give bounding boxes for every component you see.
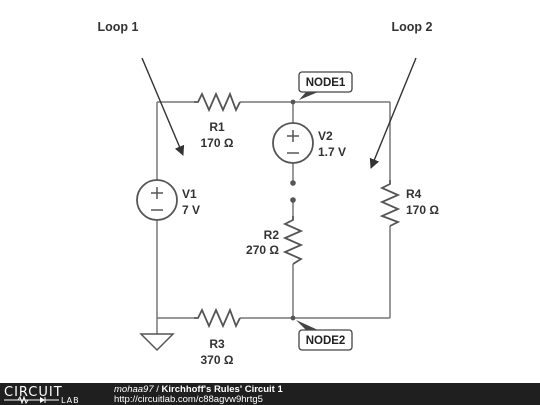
voltage-source-v1-symbol[interactable] — [136, 179, 178, 221]
r3-value-label: 370 Ω — [201, 353, 234, 367]
footer-url[interactable]: http://circuitlab.com/c88agvw9hrtg5 — [114, 394, 263, 405]
v2-name-label: V2 — [318, 129, 333, 143]
node1-label-group: NODE1 — [298, 71, 353, 100]
logo-brand-sub: LAB — [61, 396, 80, 404]
r1-name-label: R1 — [209, 120, 225, 134]
footer-credit-line: mohaa97 / Kirchhoff's Rules' Circuit 1 — [114, 384, 283, 395]
loop1-arrow — [141, 57, 185, 156]
node2-label-group: NODE2 — [296, 320, 353, 351]
v1-name-label: V1 — [182, 187, 197, 201]
r2-name-label: R2 — [264, 228, 280, 242]
r4-value-label: 170 Ω — [406, 203, 439, 217]
ground-icon — [139, 333, 175, 352]
v1-value-label: 7 V — [182, 203, 200, 217]
logo-resistor-icon — [17, 395, 29, 404]
loop2-arrow — [369, 57, 417, 169]
footer-circuit-title[interactable]: Kirchhoff's Rules' Circuit 1 — [161, 384, 283, 395]
resistor-r1-symbol[interactable] — [194, 91, 241, 113]
footer-bar: CIRCUIT LAB mohaa97 / Kirchhoff's Rules'… — [0, 383, 540, 405]
loop1-label: Loop 1 — [98, 20, 139, 34]
node2-label: NODE2 — [306, 335, 346, 347]
node1-label: NODE1 — [306, 77, 346, 89]
footer-author-link[interactable]: mohaa97 — [114, 384, 154, 395]
terminal-dot-r2-top — [290, 197, 296, 203]
voltage-source-v2-symbol[interactable] — [272, 122, 314, 164]
resistor-r3-symbol[interactable] — [194, 307, 241, 329]
v2-value-label: 1.7 V — [318, 145, 346, 159]
r1-value-label: 170 Ω — [201, 136, 234, 150]
footer-separator: / — [153, 384, 162, 395]
logo-brand-main: CIRCUIT — [4, 385, 63, 400]
loop2-label: Loop 2 — [392, 20, 433, 34]
junction-node1-dot — [290, 99, 296, 105]
logo-diode-icon — [40, 397, 45, 403]
resistor-r2-symbol[interactable] — [282, 216, 304, 265]
terminal-dot-v2-bottom — [290, 180, 296, 186]
junction-node2-dot — [290, 315, 296, 321]
r3-name-label: R3 — [209, 337, 225, 351]
resistor-r4-symbol[interactable] — [379, 180, 401, 227]
r4-name-label: R4 — [406, 187, 422, 201]
r2-value-label: 270 Ω — [246, 243, 279, 257]
circuitlab-logo[interactable]: CIRCUIT LAB — [4, 385, 104, 404]
